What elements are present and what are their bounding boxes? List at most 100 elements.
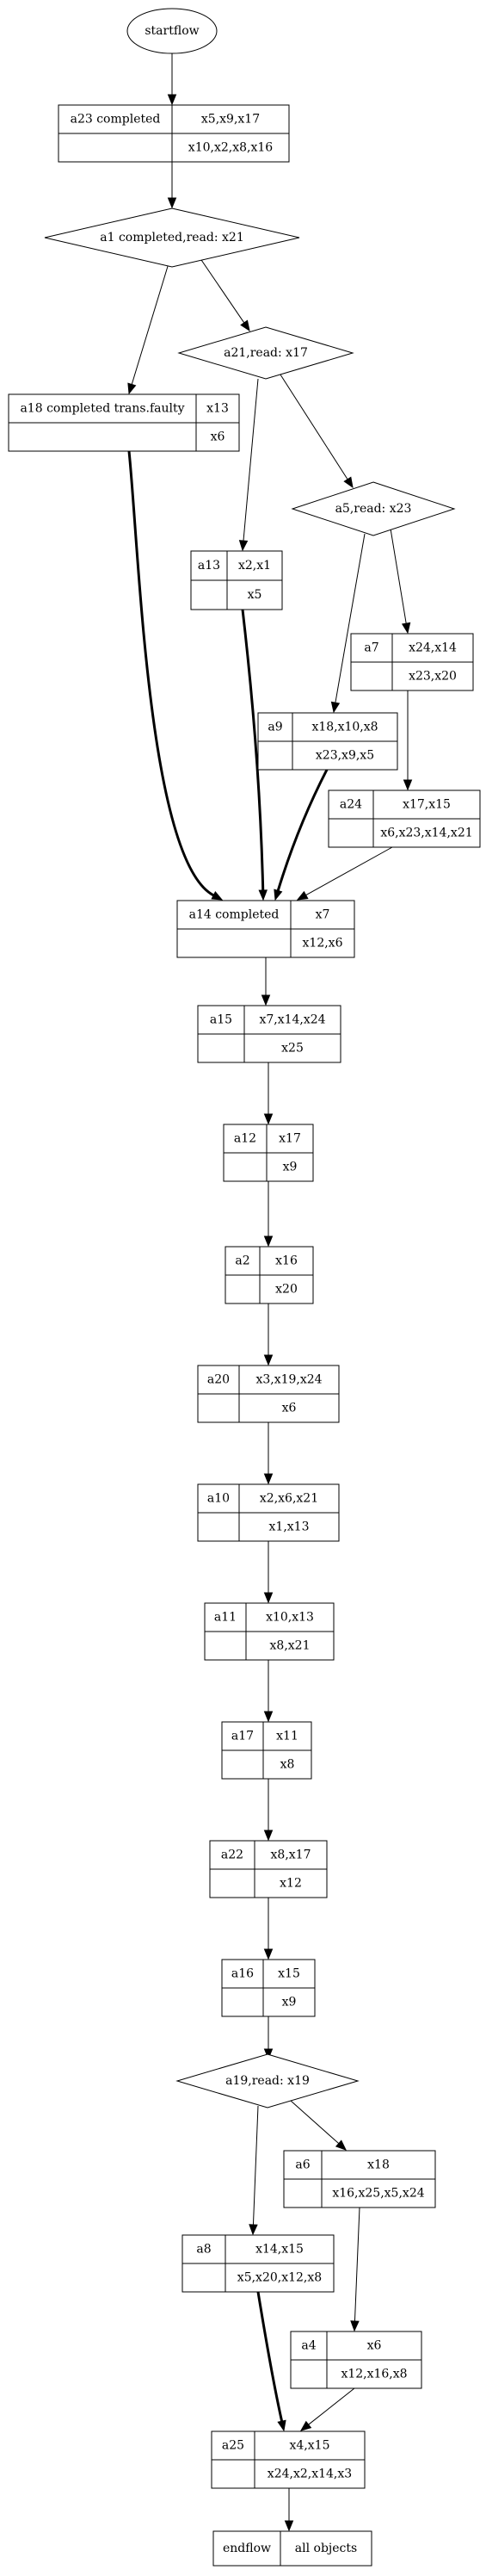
end-name: endflow [223,2542,271,2555]
activity-node-a11: a11 x10,x13 x8,x21 [204,1602,335,1661]
arrow-head [284,2520,294,2532]
activity-top-vars: x17,x15 [403,798,451,812]
edges-layer [127,53,413,2532]
edge-a14-to-a15 [261,957,271,1006]
arrow-head [299,2420,312,2431]
edge-d_a21-to-a13 [238,378,259,552]
edge-d_a5-to-a7 [390,528,411,635]
activity-top-vars: x18 [367,2158,390,2172]
activity-name: a23 completed [71,113,161,127]
decision-node-a21: a21,read: x17 [177,326,354,380]
activity-bottom-vars: x10,x2,x8,x16 [188,141,273,155]
activity-top-vars: x11 [276,1730,298,1743]
edge-a16-to-d_a19 [263,2016,274,2060]
arrow-head [261,994,271,1006]
activity-top-vars: x10,x13 [266,1611,314,1625]
arrow-head [263,1948,274,1960]
arrow-head [263,1235,274,1248]
activity-bottom-vars: x16,x25,x5,x24 [332,2187,424,2201]
edge-line [335,533,366,703]
activity-top-vars: x4,x15 [290,2439,330,2453]
arrow-head [263,1830,274,1842]
arrow-head [127,382,137,395]
arrow-head [403,779,413,791]
edge-a24-to-a14 [296,846,393,901]
activity-name: a14 completed [189,908,280,922]
arrow-head [274,889,283,901]
edge-d_a1-to-a18 [127,263,169,395]
activity-bottom-vars: x6 [211,430,225,444]
activity-bottom-vars: x5,x20,x12,x8 [237,2271,322,2285]
decision-diamond [44,207,300,268]
edge-line [127,450,214,897]
edge-a13-to-a14 [241,609,268,901]
activity-name: a16 [231,1967,254,1981]
edge-a12-to-a2 [263,1181,274,1248]
activity-top-vars: x24,x14 [409,641,457,655]
edge-start-to-a23 [167,53,177,106]
activity-name: a24 [340,798,362,812]
activity-top-vars: x5,x9,x17 [201,113,260,127]
arrow-head [350,2320,360,2332]
activity-bottom-vars: x24,x2,x14,x3 [268,2468,352,2481]
edge-line [390,528,407,624]
arrow-head [240,319,250,332]
edge-line [276,769,329,891]
edge-line [197,254,245,324]
edge-a2-to-a20 [263,1303,274,1366]
activity-top-vars: x7 [316,908,330,922]
activity-bottom-vars: x9 [282,1996,297,2009]
activity-top-vars: x6 [367,2339,382,2353]
decision-diamond [291,481,456,536]
arrow-head [401,622,411,635]
activity-name: a11 [214,1611,237,1625]
edge-d_a21-to-d_a5 [278,371,354,489]
activity-top-vars: x16 [275,1254,298,1268]
activity-name: a10 [207,1492,230,1506]
activity-name: a8 [196,2243,211,2257]
activity-bottom-vars: x8,x21 [270,1639,311,1653]
activity-top-vars: x7,x14,x24 [259,1013,325,1027]
nodes-layer: startflow a23 completed x5,x9,x17 x10,x2,x8… [8,8,481,2567]
activity-top-vars: x8,x17 [271,1848,311,1862]
arrow-head [277,2419,286,2432]
activity-top-vars: x2,x1 [238,559,271,573]
edge-d_a19-to-a6 [290,2100,347,2151]
edge-d_a5-to-a9 [330,533,366,714]
edge-line [241,609,265,891]
arrow-head [249,2224,258,2236]
decision-diamond [175,2053,360,2108]
decision-diamond [177,326,354,380]
activity-name: a2 [235,1254,249,1268]
activity-name: a7 [364,641,378,655]
edge-line [305,846,393,896]
activity-top-vars: x15 [278,1967,300,1981]
activity-name: a13 [198,559,220,573]
edge-a18-to-a14 [127,450,224,901]
arrow-head [263,2048,274,2060]
activity-name: a18 completed trans.faulty [20,402,184,416]
activity-bottom-vars: x5 [248,588,262,602]
edge-line [252,2105,259,2226]
start-label: startflow [145,24,199,38]
activity-bottom-vars: x25 [281,1042,304,1056]
edge-a15-to-a12 [263,1062,274,1125]
activity-node-a13: a13 x2,x1 x5 [190,550,283,610]
edge-a20-to-a10 [263,1422,274,1485]
arrow-head [263,1473,274,1485]
edge-line [278,371,348,480]
activity-bottom-vars: x9 [283,1161,298,1174]
